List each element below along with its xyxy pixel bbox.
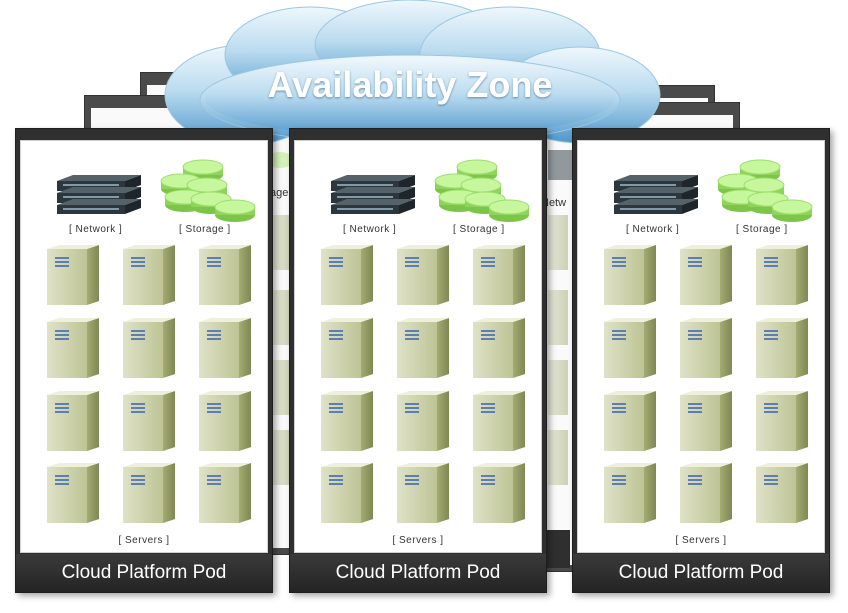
cloud-platform-pod-2: [ Network ] [ Storage ] [289, 128, 547, 593]
pod-panel: [ Network ] [ Storage ] [294, 140, 542, 553]
pod-panel: [ Network ] [ Storage ] [20, 140, 268, 553]
network-switch-icon [329, 173, 417, 215]
network-switch-icon [55, 173, 143, 215]
server-icon [43, 243, 103, 307]
server-icon [752, 389, 812, 453]
server-icon [676, 461, 736, 525]
server-icon [600, 243, 660, 307]
storage-label: [ Storage ] [179, 224, 231, 235]
server-icon [600, 389, 660, 453]
server-icon [119, 389, 179, 453]
pod-title: Cloud Platform Pod [290, 554, 546, 592]
server-icon [469, 316, 529, 380]
servers-label: [ Servers ] [118, 535, 170, 546]
server-icon [676, 243, 736, 307]
server-icon [393, 243, 453, 307]
server-icon [752, 316, 812, 380]
server-grid [600, 243, 816, 531]
pod-title: Cloud Platform Pod [573, 554, 829, 592]
server-icon [195, 389, 255, 453]
server-icon [676, 316, 736, 380]
network-switch-icon [612, 173, 700, 215]
server-icon [119, 243, 179, 307]
server-icon [119, 461, 179, 525]
cloud-platform-pod-3: [ Network ] [ Storage ] [572, 128, 830, 593]
server-icon [43, 461, 103, 525]
server-icon [469, 389, 529, 453]
server-icon [676, 389, 736, 453]
server-icon [317, 461, 377, 525]
pod-panel: [ Network ] [ Storage ] [577, 140, 825, 553]
storage-label: [ Storage ] [453, 224, 505, 235]
pod-title: Cloud Platform Pod [16, 554, 272, 592]
server-icon [195, 243, 255, 307]
server-icon [600, 461, 660, 525]
servers-label: [ Servers ] [675, 535, 727, 546]
storage-label: [ Storage ] [736, 224, 788, 235]
storage-disks-icon [159, 159, 257, 223]
server-icon [119, 316, 179, 380]
servers-label: [ Servers ] [392, 535, 444, 546]
server-icon [752, 243, 812, 307]
server-icon [600, 316, 660, 380]
network-label: [ Network ] [343, 224, 397, 235]
server-icon [393, 389, 453, 453]
server-icon [469, 243, 529, 307]
network-label: [ Network ] [626, 224, 680, 235]
cloud-platform-pod-1: [ Network ] [ Storage ] [15, 128, 273, 593]
storage-disks-icon [716, 159, 814, 223]
background-storage-fragment: age [270, 187, 289, 199]
storage-disks-icon [433, 159, 531, 223]
availability-zone-title: Availability Zone [267, 64, 553, 105]
server-icon [317, 389, 377, 453]
server-grid [317, 243, 533, 531]
server-icon [317, 316, 377, 380]
server-icon [469, 461, 529, 525]
server-icon [195, 316, 255, 380]
server-icon [752, 461, 812, 525]
network-label: [ Network ] [69, 224, 123, 235]
server-icon [317, 243, 377, 307]
server-icon [43, 389, 103, 453]
server-icon [393, 461, 453, 525]
cloud-icon [164, 0, 661, 146]
server-icon [195, 461, 255, 525]
server-grid [43, 243, 259, 531]
background-network-fragment: Netw [541, 197, 567, 209]
server-icon [393, 316, 453, 380]
server-icon [43, 316, 103, 380]
